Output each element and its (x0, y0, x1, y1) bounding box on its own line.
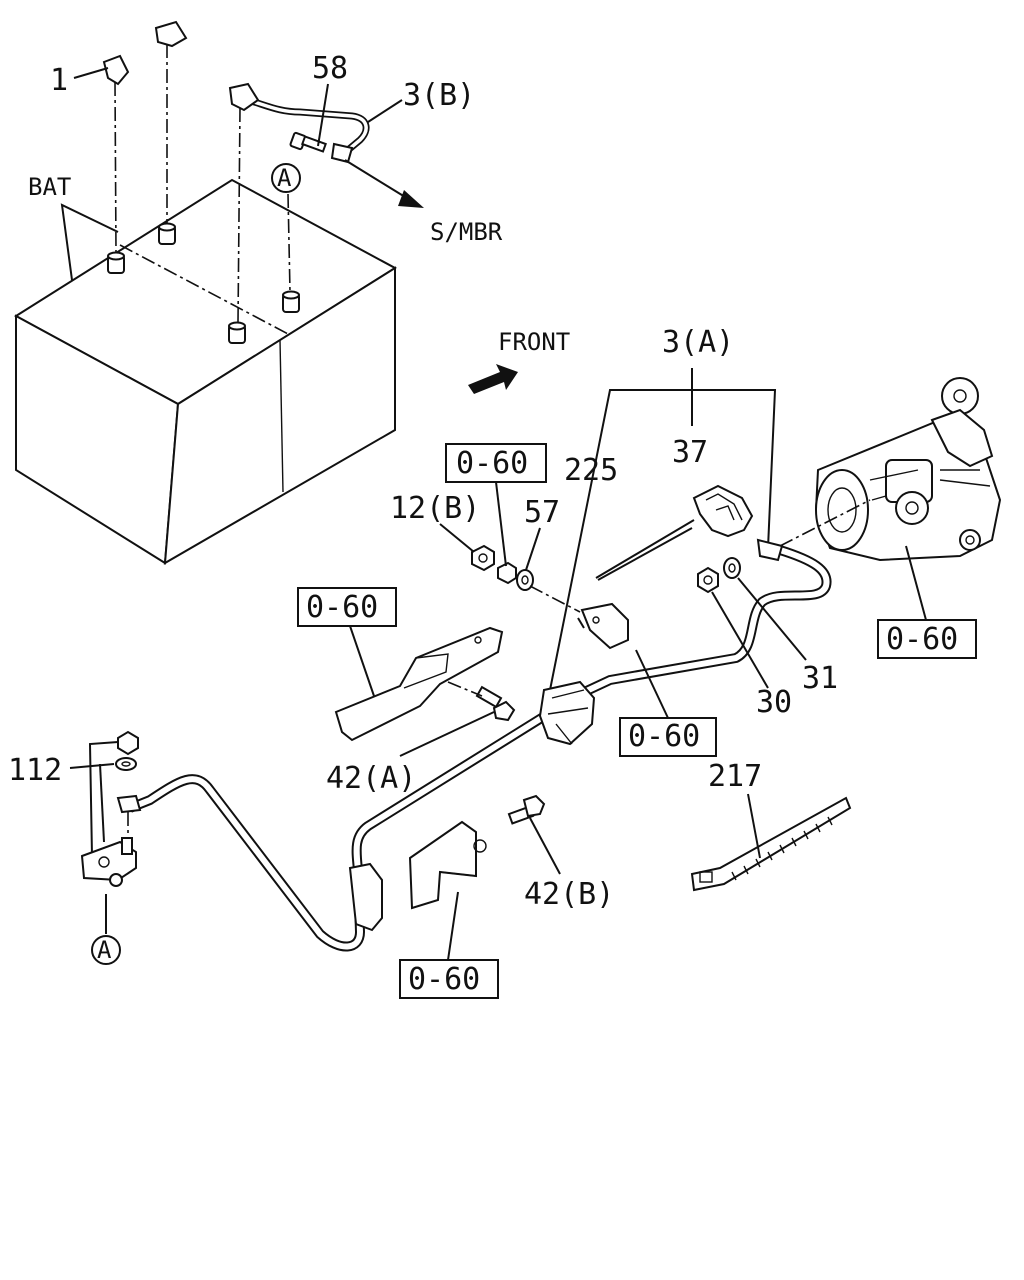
bolt-42a (475, 685, 516, 722)
label-ref060-e: 0-60 (408, 962, 480, 997)
leader-30 (711, 591, 769, 689)
leader-31 (737, 577, 807, 661)
dash-42a (447, 681, 483, 697)
circle-a-bottom (91, 935, 121, 965)
ref-box-060-b (297, 587, 397, 627)
terminal-clamp-1b (154, 20, 188, 48)
label-part-58: 58 (312, 51, 348, 86)
battery-terminal (228, 321, 246, 344)
smbr-arrow-head (398, 190, 424, 208)
label-circle-a-bottom: A (97, 936, 112, 964)
leader-112-c (99, 763, 105, 843)
label-part-225: 225 (564, 453, 618, 488)
ring-terminal-3b (330, 142, 354, 164)
leader-112-b (69, 763, 115, 769)
label-part-12b: 12(B) (390, 491, 480, 526)
starter-motor (779, 377, 1002, 562)
label-smbr: S/MBR (430, 218, 503, 246)
washer-57 (516, 569, 534, 591)
cable-part-1 (102, 20, 229, 104)
label-part-42b: 42(B) (524, 877, 614, 912)
battery (14, 178, 397, 565)
label-ref060-a: 0-60 (456, 446, 528, 481)
label-ref060-b: 0-60 (306, 590, 378, 625)
battery-divider-line (279, 339, 284, 493)
nut-12b (471, 544, 495, 572)
dash-1a (114, 81, 117, 253)
label-part-217: 217 (708, 759, 762, 794)
label-part-112: 112 (8, 753, 62, 788)
leader-3a-left (549, 368, 693, 691)
label-part-42a: 42(A) (326, 761, 416, 796)
cable-tie-217 (690, 796, 852, 892)
leader-12b (439, 523, 475, 553)
battery-terminal (107, 251, 125, 274)
leader-3b (367, 99, 403, 123)
nut-small (497, 561, 517, 585)
label-part-3b: 3(B) (403, 78, 475, 113)
cable-part-3b (228, 82, 370, 164)
battery-terminal (282, 290, 300, 313)
washer-31 (723, 557, 741, 579)
terminal-clamp-1 (102, 54, 130, 86)
cable-clip-lower (348, 862, 383, 932)
terminal-cover-37 (595, 484, 754, 581)
leader-060-b (349, 625, 375, 697)
bolt-42b (507, 794, 546, 825)
smbr-arrow-line (344, 159, 411, 201)
bracket-lower (408, 820, 487, 910)
battery-cell-line (119, 244, 291, 336)
label-part-37: 37 (672, 435, 708, 470)
dash-a-top (287, 193, 291, 293)
ring-terminal-ground (116, 794, 142, 814)
label-front: FRONT (498, 328, 570, 356)
label-part-30: 30 (756, 685, 792, 720)
label-bat: BAT (28, 173, 71, 201)
main-cable (116, 538, 832, 952)
label-part-57: 57 (524, 495, 560, 530)
circle-a-top (271, 163, 301, 193)
label-ref060-d: 0-60 (628, 719, 700, 754)
washer-112 (115, 757, 137, 771)
label-ref060-c: 0-60 (886, 622, 958, 657)
ref-box-060-c (877, 619, 977, 659)
label-circle-a-top: A (277, 164, 292, 192)
leader-060-c (905, 545, 927, 621)
leader-060-a (495, 481, 507, 567)
ring-terminal-3a (756, 538, 784, 562)
leader-58 (317, 83, 329, 147)
ground-terminal-block (80, 837, 137, 887)
leader-060-e (447, 891, 459, 961)
leader-217 (747, 793, 761, 859)
clamp-detail (547, 689, 589, 745)
nut-112 (117, 730, 139, 756)
leader-57 (525, 527, 541, 571)
leader-3a-right (692, 389, 777, 549)
leader-42b (529, 817, 561, 875)
battery-terminal (158, 222, 176, 245)
leader-060-d (635, 649, 669, 719)
leader-1 (73, 67, 109, 79)
label-part-3a: 3(A) (662, 325, 734, 360)
cable-clamp-225 (538, 680, 596, 746)
nut-30 (697, 566, 719, 594)
front-arrow (468, 364, 518, 394)
leader-112-a (88, 741, 119, 857)
ref-box-060-d (619, 717, 717, 757)
dash-3b (237, 107, 241, 323)
bolt-58 (289, 131, 327, 153)
dash-bolt-line (529, 585, 581, 613)
bat-leader (60, 203, 119, 281)
ref-box-060-e (399, 959, 499, 999)
terminal-clamp-3b (228, 82, 260, 112)
bracket-small (577, 602, 629, 650)
bracket-0-60 (334, 626, 504, 742)
label-part-1: 1 (50, 63, 68, 98)
battery-side-face (163, 266, 396, 565)
label-part-31: 31 (802, 661, 838, 696)
leader-42a (399, 711, 495, 757)
